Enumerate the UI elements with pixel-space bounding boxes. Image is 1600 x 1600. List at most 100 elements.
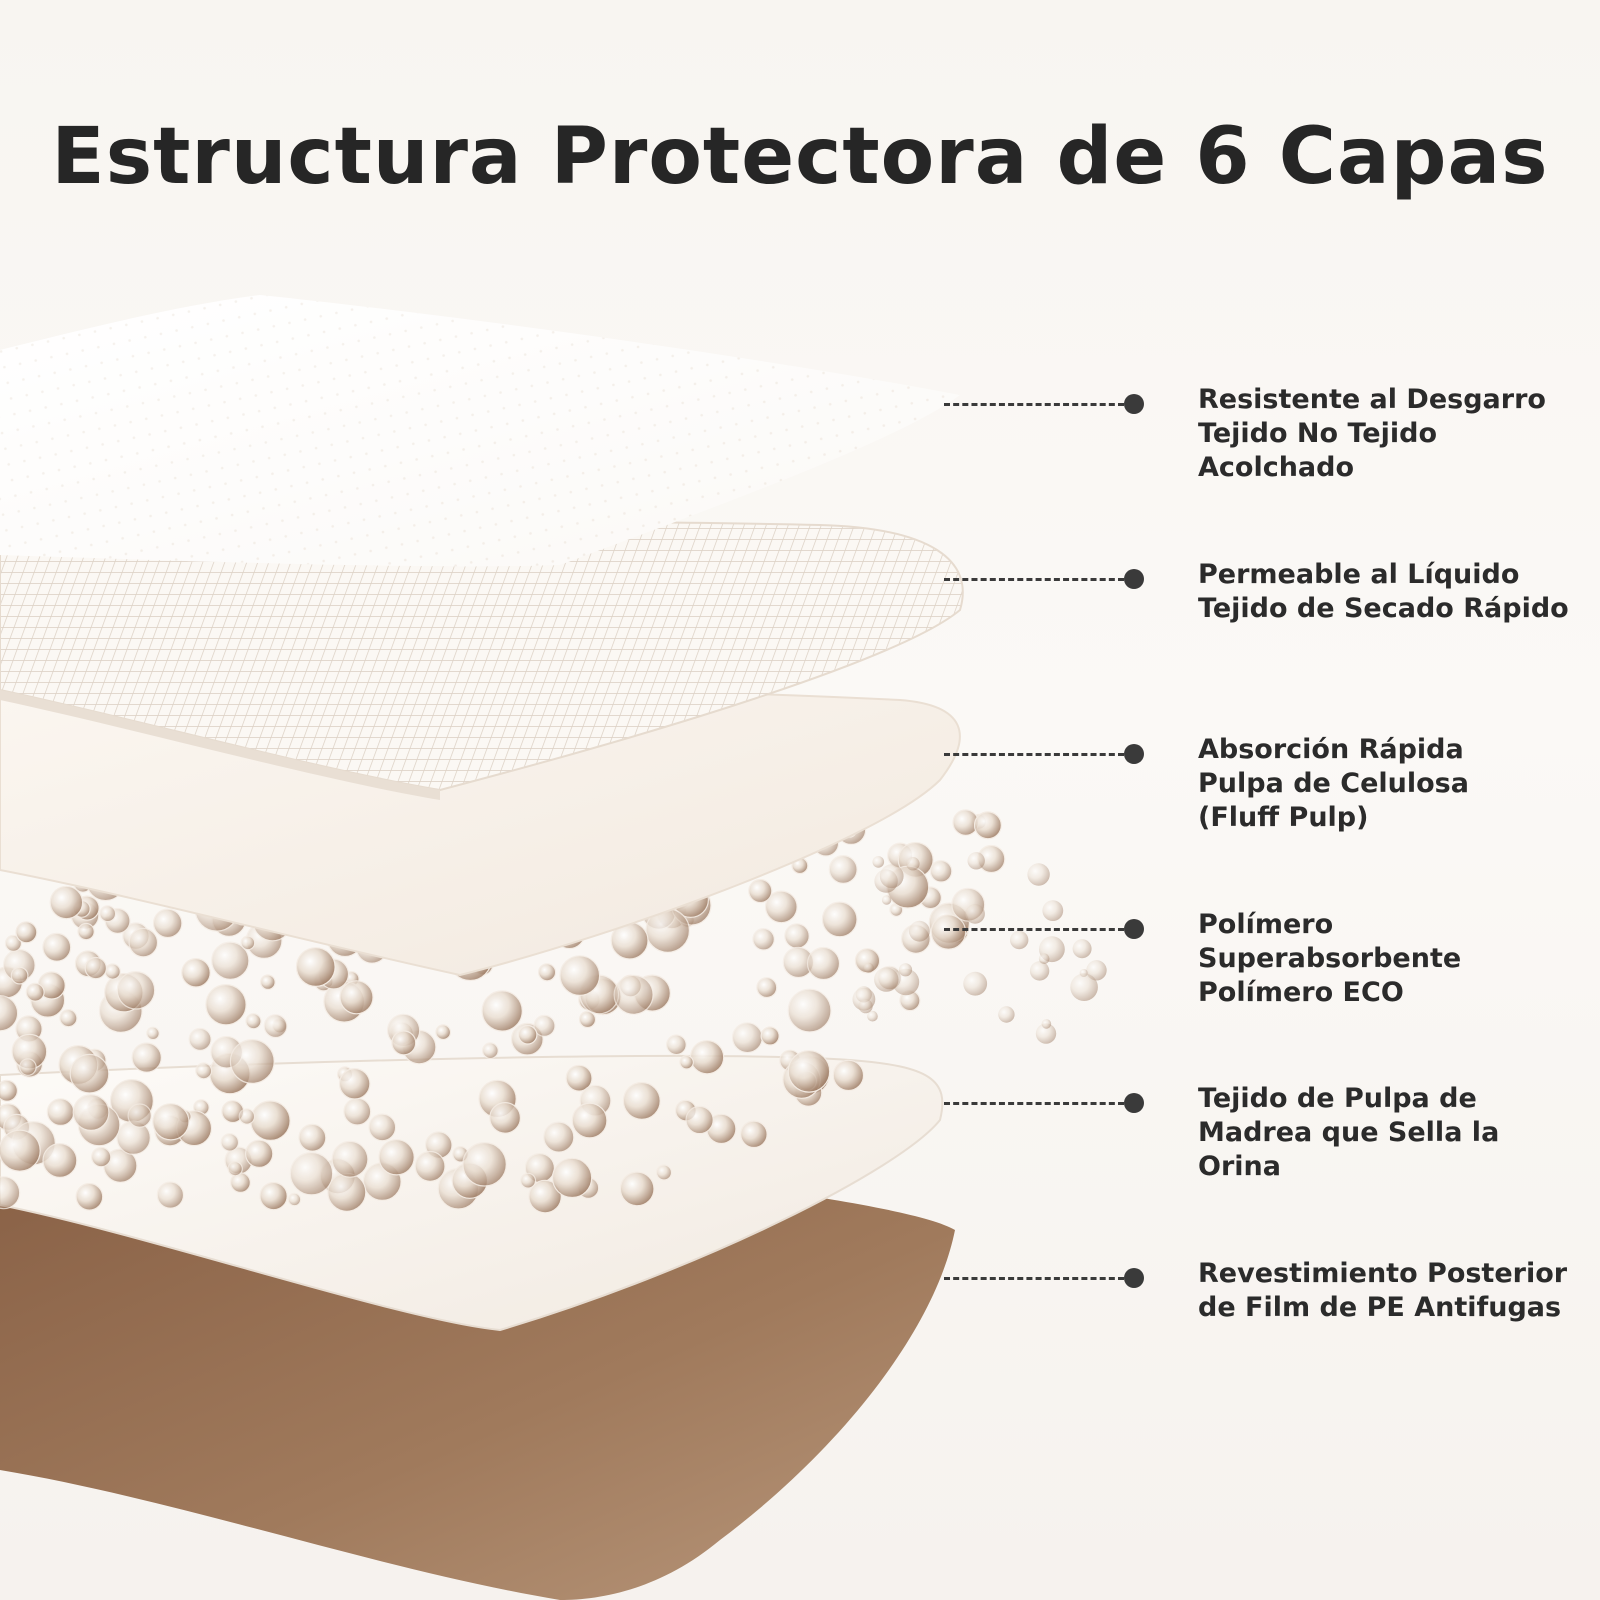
sap-bead <box>764 890 798 924</box>
sap-bead <box>238 1108 256 1125</box>
sap-bead <box>462 1142 507 1187</box>
sap-bead <box>260 974 276 990</box>
sap-bead <box>435 1024 452 1041</box>
label-line: de Film de PE Antifugas <box>1198 1292 1562 1323</box>
sap-bead <box>821 901 858 938</box>
sap-bead <box>59 1009 78 1028</box>
label-line: Tejido de Secado Rápido <box>1198 593 1569 624</box>
label-line: Resistente al Desgarro <box>1198 384 1546 415</box>
label-line: Revestimiento Posterior <box>1198 1258 1568 1289</box>
sap-bead <box>965 904 985 924</box>
sap-bead <box>1072 939 1092 959</box>
sap-bead <box>10 966 29 985</box>
label-line: Tejido de Pulpa de <box>1198 1083 1477 1114</box>
label-line: Polímero ECO <box>1198 977 1404 1008</box>
sap-bead <box>0 995 19 1032</box>
page-title: Estructura Protectora de 6 Capas <box>51 112 1549 202</box>
sap-bead <box>685 1105 714 1135</box>
sap-bead <box>806 946 841 981</box>
sap-bead <box>537 963 557 982</box>
layer-2-label: Permeable al Líquido Tejido de Secado Rá… <box>1198 558 1598 626</box>
label-line: Superabsorbente <box>1198 943 1462 974</box>
sap-bead <box>1029 961 1050 981</box>
sap-bead <box>19 1058 37 1076</box>
sap-bead <box>188 1027 212 1052</box>
sap-bead <box>156 1181 185 1209</box>
leader-line <box>944 928 1124 931</box>
sap-bead <box>15 921 38 944</box>
sap-bead <box>679 1055 694 1070</box>
sap-bead <box>104 963 121 980</box>
leader-dot <box>1124 569 1144 589</box>
sap-bead <box>689 1039 725 1075</box>
leader-dot <box>1124 1268 1144 1288</box>
sap-bead <box>205 984 247 1026</box>
sap-bead <box>195 1062 213 1080</box>
sap-bead <box>828 854 858 884</box>
sap-bead <box>898 963 913 977</box>
leader-line <box>944 753 1124 756</box>
sap-bead <box>867 1010 878 1022</box>
sap-bead <box>250 1100 291 1142</box>
sap-bead <box>287 1192 302 1207</box>
sap-bead <box>892 968 920 996</box>
sap-bead <box>998 1006 1015 1023</box>
sap-bead <box>4 934 22 953</box>
label-line: Permeable al Líquido <box>1198 559 1520 590</box>
leader-dot <box>1124 919 1144 939</box>
sap-bead <box>1042 900 1064 921</box>
sap-bead <box>787 1050 831 1093</box>
sap-bead <box>655 1164 673 1181</box>
layer-1-label: Resistente al Desgarro Tejido No Tejido … <box>1198 383 1598 485</box>
sap-bead <box>559 955 601 996</box>
sap-bead <box>343 1097 372 1126</box>
sap-bead <box>622 1081 661 1120</box>
sap-bead <box>327 1172 367 1212</box>
sap-bead <box>263 1014 288 1039</box>
sap-bead <box>740 1120 768 1149</box>
sap-bead <box>760 1026 780 1046</box>
sap-bead <box>90 1146 112 1168</box>
layer-backsheet <box>0 1183 955 1600</box>
sap-bead <box>909 920 930 942</box>
sap-bead <box>756 977 778 999</box>
sap-bead <box>298 1123 327 1152</box>
leader-dot <box>1124 394 1144 414</box>
sap-bead <box>863 962 874 973</box>
sap-bead <box>832 1059 865 1092</box>
sap-bead <box>784 923 810 949</box>
sap-bead <box>551 1157 593 1199</box>
label-line: Acolchado <box>1198 452 1355 483</box>
label-line: Absorción Rápida <box>1198 734 1464 765</box>
sap-bead <box>245 1013 262 1030</box>
sap-bead <box>967 852 985 870</box>
leader-dot <box>1124 744 1144 764</box>
sap-bead <box>211 941 250 980</box>
sap-bead <box>578 1010 597 1029</box>
sap-bead <box>973 811 1002 840</box>
label-line: (Fluff Pulp) <box>1198 802 1369 833</box>
sap-bead <box>787 988 832 1033</box>
sap-bead <box>748 878 773 904</box>
sap-bead <box>46 1098 75 1126</box>
sap-bead <box>1010 930 1029 950</box>
sap-bead <box>0 1079 18 1102</box>
sap-bead <box>929 859 953 883</box>
sap-bead <box>489 1101 522 1134</box>
sap-bead <box>227 1160 243 1177</box>
sap-bead <box>146 1026 160 1041</box>
sap-bead <box>128 927 159 958</box>
sap-bead <box>571 1102 608 1139</box>
sap-bead <box>858 999 873 1014</box>
sap-bead <box>1035 1023 1057 1044</box>
sap-bead <box>0 1176 21 1210</box>
sap-bead <box>245 1139 274 1169</box>
sap-bead <box>565 1064 593 1092</box>
sap-bead <box>619 1171 655 1207</box>
sap-bead <box>49 885 84 920</box>
sap-bead <box>220 1133 240 1152</box>
sap-bead <box>666 1034 687 1056</box>
sap-bead <box>99 905 117 923</box>
sap-bead <box>378 1139 415 1176</box>
